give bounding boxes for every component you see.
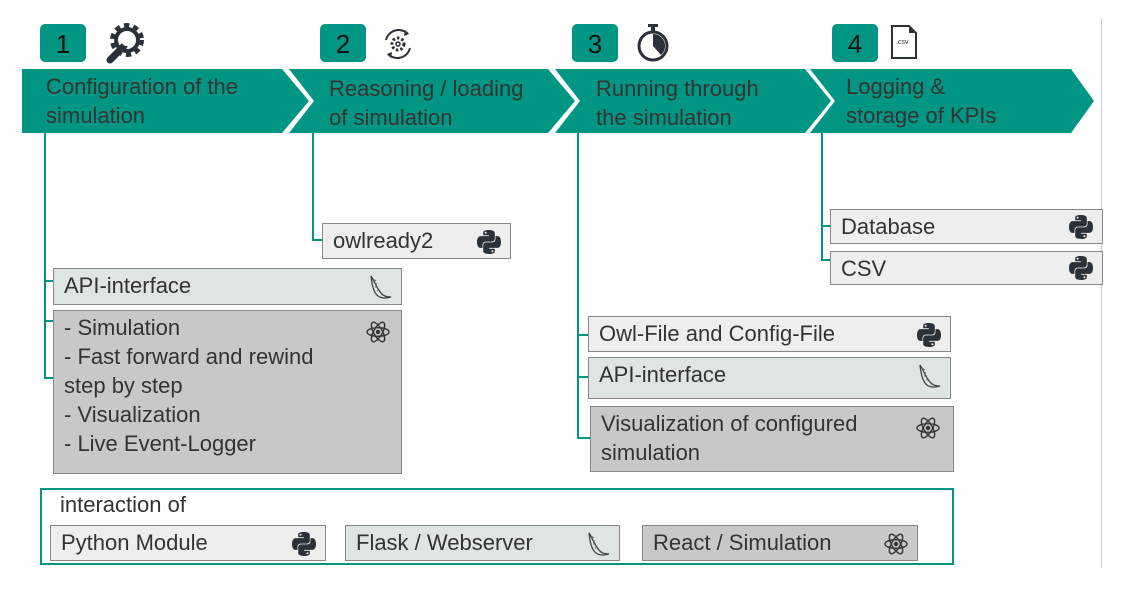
connector	[577, 437, 591, 439]
react-icon	[915, 415, 941, 441]
connector	[44, 133, 46, 379]
database-label: Database	[841, 214, 936, 239]
api-label: API-interface	[64, 273, 192, 298]
visualization-box: Visualization of configured simulation	[590, 406, 954, 472]
csv-box: CSV	[830, 251, 1103, 285]
csv-file-icon: .csv	[890, 24, 918, 60]
legend-title: interaction of	[60, 492, 186, 517]
python-icon	[291, 531, 317, 557]
owl-label: Owl-File and Config-File	[599, 321, 835, 346]
vis-label: Visualization of configured	[601, 411, 858, 436]
python-icon	[1068, 255, 1094, 281]
api-label: API-interface	[599, 362, 727, 387]
step1-api-box: API-interface	[53, 268, 402, 305]
gear-refresh-icon	[385, 29, 411, 59]
chevron-step-4	[810, 69, 1094, 133]
flask-icon	[585, 531, 611, 557]
legend-box	[40, 488, 954, 565]
csv-label: CSV	[841, 256, 887, 281]
legend-python-label: Python Module	[61, 530, 208, 555]
python-icon	[1068, 214, 1094, 240]
right-border-line	[1101, 18, 1102, 568]
legend-react: React / Simulation	[642, 525, 918, 561]
step3-api-box: API-interface	[588, 357, 951, 399]
feature-item: - Simulation	[64, 315, 181, 340]
chevron-band	[22, 69, 1094, 133]
owlready2-box: owlready2	[322, 223, 511, 259]
gear-wrench-icon	[106, 23, 144, 64]
feature-item: - Fast forward and rewind	[64, 344, 314, 369]
connector	[44, 377, 54, 379]
module-label: owlready2	[333, 228, 434, 253]
connector	[577, 376, 589, 378]
step-badge-3: 3	[572, 24, 618, 62]
connector	[44, 280, 54, 282]
connector	[44, 320, 54, 322]
step-badge-2: 2	[320, 24, 366, 62]
legend-react-label: React / Simulation	[653, 530, 832, 555]
owl-config-box: Owl-File and Config-File	[588, 316, 951, 352]
python-icon	[916, 322, 942, 348]
chevron-step-3	[555, 69, 831, 133]
connector	[312, 133, 314, 241]
react-icon	[883, 531, 909, 557]
flask-icon	[916, 363, 942, 389]
legend-flask: Flask / Webserver	[345, 525, 620, 561]
legend-flask-label: Flask / Webserver	[356, 530, 533, 555]
connector	[821, 225, 831, 227]
database-box: Database	[830, 209, 1103, 244]
flask-icon	[367, 274, 393, 300]
legend-python: Python Module	[50, 525, 326, 561]
connector	[312, 239, 323, 241]
connector	[577, 334, 589, 336]
stopwatch-icon	[637, 24, 669, 62]
connector	[821, 259, 831, 261]
feature-item: - Live Event-Logger	[64, 431, 256, 456]
vis-label: simulation	[601, 440, 701, 465]
connector	[577, 133, 579, 439]
python-icon	[476, 229, 502, 255]
feature-item: step by step	[64, 373, 183, 398]
chevron-step-1	[22, 69, 309, 133]
step-badge-1: 1	[40, 24, 86, 62]
step1-react-box: - Simulation - Fast forward and rewind s…	[53, 310, 402, 474]
connector	[821, 133, 823, 261]
react-icon	[365, 319, 391, 345]
step-badge-4: 4	[832, 24, 878, 62]
step-4-label: Logging &storage of KPIs	[846, 74, 997, 128]
feature-item: - Visualization	[64, 402, 201, 427]
csv-icon-label: .csv	[896, 39, 909, 46]
chevron-step-2	[289, 69, 575, 133]
